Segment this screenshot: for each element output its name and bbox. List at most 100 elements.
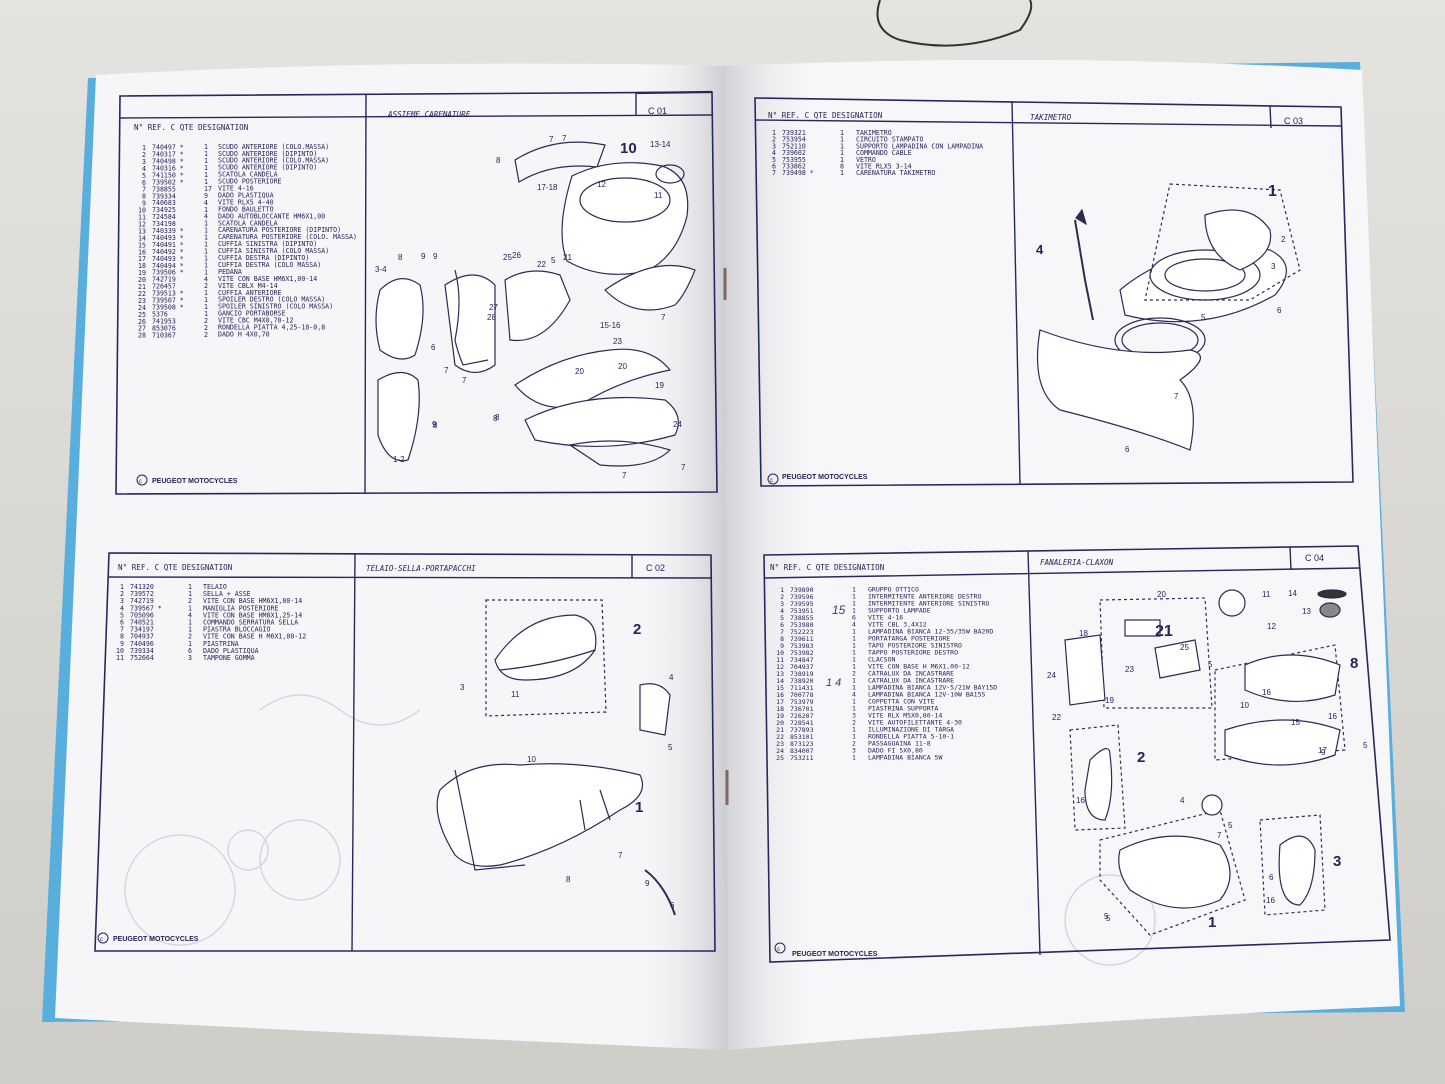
panel-c02-footer: PEUGEOT MOTOCYCLES (113, 936, 199, 943)
panel-c03-code: C 03 (1284, 116, 1303, 126)
part-qty: 2 (188, 633, 192, 641)
callout-number: 13-14 (650, 140, 671, 149)
part-ref: 739498 * (782, 169, 814, 177)
part-ref: 738919 (790, 670, 814, 678)
callout-number: 24 (1047, 671, 1056, 680)
part-designation: DADO PLASTIQUA (218, 191, 274, 199)
panel-c01-footer: PEUGEOT MOTOCYCLES (152, 478, 238, 485)
part-ref: 740497 * (152, 144, 184, 152)
callout-number: 4 (1180, 796, 1185, 805)
part-number: 15 (138, 241, 146, 249)
part-ref: 710367 (152, 331, 176, 339)
part-qty: 1 (852, 586, 856, 594)
handwritten-note-a: 15 (832, 603, 846, 617)
part-qty: 2 (204, 324, 208, 332)
panel-c02-frame (94, 552, 716, 952)
part-qty: 9 (204, 192, 208, 200)
part-ref: 734198 (152, 220, 176, 228)
part-number: 2 (142, 151, 146, 159)
panel-c03: N° REF. C QTE DESIGNATION TAKIMETRO C 03… (754, 97, 1354, 487)
callout-number: 16 (1266, 896, 1275, 905)
part-qty: 1 (840, 136, 844, 144)
callout-number: 5 (1104, 912, 1109, 921)
part-qty: 1 (840, 156, 844, 164)
callout-number: 7 (444, 366, 449, 375)
panel-c03-title: TAKIMETRO (1030, 113, 1072, 122)
part-number: 19 (776, 712, 784, 720)
part-number: 13 (138, 227, 146, 235)
part-qty: 1 (204, 227, 208, 235)
part-designation: DADO PLASTIQUA (203, 647, 259, 655)
part-designation: SPOILER DESTRO (COLO MASSA) (218, 296, 325, 304)
part-ref: 741320 (130, 583, 154, 591)
part-designation: CATRALUX DA INCASTRARE (868, 676, 954, 684)
part-designation: CUFFIA SINISTRA (DIPINTO) (218, 240, 317, 248)
part-number: 10 (116, 647, 124, 655)
part-ref: 753955 (782, 156, 806, 164)
panel-c01-parts-list: 1 740497 * 1 SCUDO ANTERIORE (COLO.MASSA) 2 7… (138, 143, 357, 340)
part-number: 6 (780, 621, 784, 629)
part-number: 19 (138, 269, 146, 277)
part-ref: 753982 (790, 649, 814, 657)
part-designation: DADO AUTOBLOCCANTE HM6X1,00 (218, 212, 325, 220)
callout-number: 1 (635, 799, 643, 816)
part-number: 8 (780, 635, 784, 643)
part-designation: CARENATURA POSTERIORE (COLO. MASSA) (218, 233, 357, 241)
callout-number: 9 (433, 252, 438, 261)
part-designation: SCUDO ANTERIORE (COLO.MASSA) (218, 143, 329, 151)
part-ref: 739321 (782, 129, 806, 137)
callout-number: 11 (654, 191, 663, 200)
callout-number: 15-16 (600, 321, 621, 330)
callout-number: 1-2 (393, 455, 405, 464)
part-qty: 2 (204, 317, 208, 325)
part-designation: MANIGLIA POSTERIORE (203, 604, 278, 612)
part-qty: 1 (188, 626, 192, 634)
part-ref: 704937 (790, 663, 814, 671)
part-designation: LAMPADINA BIANCA 5W (868, 753, 942, 761)
callout-number: 20 (1157, 590, 1166, 599)
callout-number: 16 (1076, 796, 1085, 805)
part-designation: ILLUMINAZIONE DI TARGA (868, 725, 954, 733)
part-qty: 1 (852, 607, 856, 615)
callout-number: 8 (1350, 655, 1358, 672)
callout-number: 9 (645, 879, 650, 888)
callout-number: 7 (562, 134, 567, 143)
part-designation: VITE CON BASE H M6X1,00-12 (868, 662, 970, 670)
panel-c01-code: C 01 (648, 106, 667, 116)
part-qty: 1 (188, 604, 192, 612)
callout-number: 6 (431, 343, 436, 352)
part-number: 21 (776, 726, 784, 734)
part-qty: 1 (852, 677, 856, 685)
part-qty: 1 (204, 178, 208, 186)
part-number: 9 (120, 640, 124, 648)
part-number: 18 (138, 262, 146, 270)
part-qty: 1 (204, 171, 208, 179)
part-number: 5 (772, 156, 776, 164)
part-qty: 1 (852, 705, 856, 713)
part-designation: CARENATURA POSTERIORE (DIPINTO) (218, 226, 341, 234)
callout-number: 3 (460, 683, 465, 692)
part-ref: 726207 (790, 712, 814, 720)
part-number: 25 (138, 311, 146, 319)
part-designation: INTERMITENTE ANTERIORE SINISTRO (868, 599, 989, 607)
part-designation: INTERMITENTE ANTERIORE DESTRO (868, 592, 982, 600)
part-qty: 1 (852, 642, 856, 650)
part-number: 4 (780, 607, 784, 615)
part-qty: 1 (204, 206, 208, 214)
part-designation: CATRALUX DA INCASTRARE (868, 669, 954, 677)
part-qty: 4 (204, 213, 208, 221)
part-designation: VITE CBC M4X0,70-12 (218, 317, 293, 325)
callout-number: 12 (1267, 622, 1276, 631)
callout-number: 7 (462, 376, 467, 385)
part-qty: 1 (204, 303, 208, 311)
part-number: 18 (776, 705, 784, 713)
part-qty: 1 (204, 241, 208, 249)
part-number: 6 (772, 163, 776, 171)
part-ref: 734847 (790, 656, 814, 664)
part-ref: 738920 (790, 677, 814, 685)
panel-c04-frame (763, 545, 1391, 963)
part-ref: 753954 (782, 136, 806, 144)
part-qty: 17 (204, 185, 212, 193)
part-qty: 2 (204, 282, 208, 290)
